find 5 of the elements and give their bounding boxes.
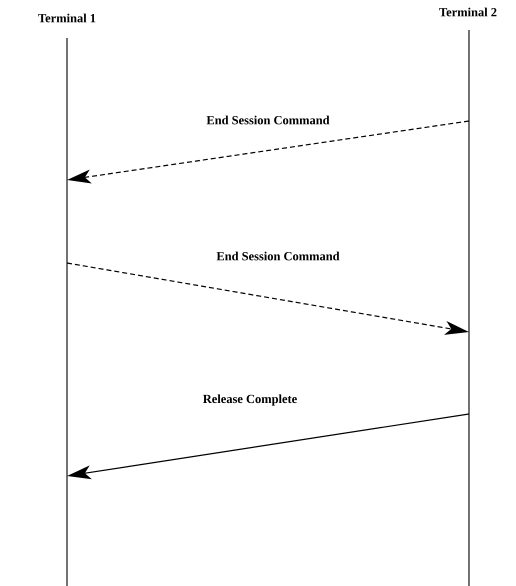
edge-label: Release Complete <box>202 393 298 407</box>
lifeline: Terminal 2 <box>439 8 496 586</box>
lifeline: Terminal 1 <box>38 14 96 586</box>
edge-label: End Session Command <box>215 250 341 262</box>
edge-label: End Session Command <box>205 114 331 126</box>
